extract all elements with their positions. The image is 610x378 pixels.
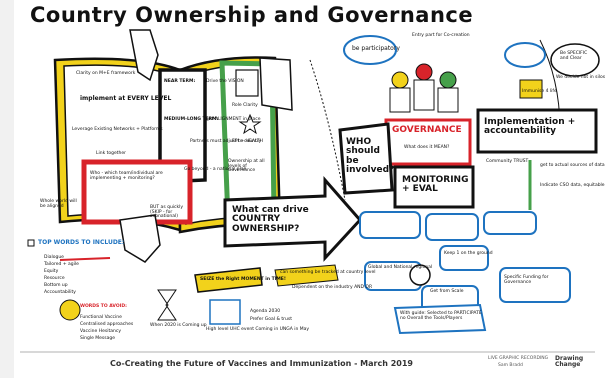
- speech-bubble-text: Entry part for Co-creation: [412, 33, 470, 38]
- bottom-note: Dependent on the industry AND OR: [292, 285, 373, 290]
- monitoring-box-text: MONITORING + EVAL: [402, 175, 469, 195]
- top-word: Resource: [44, 276, 65, 281]
- bottom-note: High level UHC event Coming in UNGA in M…: [206, 327, 310, 332]
- governance-cluster: [338, 35, 600, 209]
- top-words-heading: TOP WORDS TO INCLUDE:: [38, 239, 125, 246]
- seize-banner: [194, 267, 263, 293]
- implementation-box-text: Implementation + accountability: [484, 117, 576, 137]
- bottom-note: Specific Funding for Governance: [504, 275, 549, 285]
- who-box-text: WHO should be involved?: [346, 137, 395, 176]
- credit-line: LIVE GRAPHIC RECORDING: [488, 356, 549, 361]
- bottom-note: With guide: Selected to PARTICIPATE no O…: [400, 311, 482, 321]
- side-note: Whole world will be aligned: [40, 199, 77, 209]
- avoid-heading: WORDS TO AVOID:: [80, 304, 127, 309]
- footer-caption: Co-Creating the Future of Vaccines and I…: [110, 359, 413, 368]
- avoid-word: Functional Vaccine: [80, 315, 122, 320]
- book-text: EPI + HEALTH: [232, 139, 263, 144]
- note-text: Immunise 4 life: [522, 89, 557, 94]
- near-term-label: NEAR TERM:: [164, 79, 196, 84]
- speech-bubble-text: be participatory: [352, 45, 400, 52]
- book-text: Drive the VISION: [206, 79, 244, 84]
- top-word: Accountability: [44, 290, 76, 295]
- bottom-note: Agenda 2030: [250, 309, 281, 314]
- book-text: Ownership at all levels of Governance: [228, 159, 265, 174]
- seize-text: SEIZE the Right MOMENT in TIME!: [200, 277, 286, 282]
- yellow-banner: [274, 264, 339, 287]
- book-text: Role Clarity: [232, 103, 258, 108]
- bottom-note: Keep 1 on the ground: [444, 251, 493, 256]
- arrow-question: What can drive COUNTRY OWNERSHIP?: [232, 205, 309, 234]
- drawing-change-logo: Drawing Change: [555, 355, 584, 369]
- bottom-note: Prefer Goal & trust: [250, 317, 292, 322]
- speech-bubble-text: Be SPECIFIC and Clear: [560, 51, 588, 61]
- open-book-illustration: [53, 29, 293, 263]
- avoid-word: Vaccine Hesitancy: [80, 329, 121, 334]
- book-text: Partners must adjust to country: [190, 139, 262, 144]
- note-text: Community TRUST: [486, 159, 529, 164]
- book-text: implement at EVERY LEVEL: [80, 95, 172, 102]
- book-text: Go beyond - a national plan: [184, 167, 247, 172]
- book-text: Leverage Existing Networks + Platforms: [72, 127, 163, 132]
- blue-bubbles: [359, 211, 571, 335]
- note-text: Indicate CSO data, equitable: [540, 183, 605, 188]
- top-word: Bottom up: [44, 283, 68, 288]
- top-word: Equity: [44, 269, 59, 274]
- avoid-word: Centralised approaches: [80, 322, 134, 327]
- top-word: Tailored + agile: [44, 262, 79, 267]
- bottom-note: can something be tracked at country leve…: [280, 270, 376, 275]
- big-arrow: [223, 176, 363, 262]
- book-text: Clarity on M+E framework: [76, 71, 136, 76]
- red-box-text: Who - which team/individual are implemen…: [90, 171, 163, 181]
- book-text: get ALIGNMENT in place: [206, 117, 261, 122]
- bottom-note: Get from Scale: [430, 289, 464, 294]
- note-text: We decide not in silos: [556, 75, 606, 80]
- governance-sub-text: What does it MEAN?: [404, 145, 450, 150]
- red-box-text: BUT as quickly (SKIP - for subnational): [150, 205, 184, 220]
- page-title: Country Ownership and Governance: [30, 3, 474, 27]
- top-words-panel: [27, 239, 111, 321]
- bottom-note: When 2020 is Coming up: [150, 323, 207, 328]
- book-text: Link together: [96, 151, 127, 156]
- note-text: get to actual sources of data: [540, 163, 605, 168]
- bottom-note: Global and National regional: [368, 265, 433, 270]
- governance-box-text: GOVERNANCE: [392, 125, 462, 135]
- medium-term-label: MEDIUM-LONG TERM:: [164, 117, 219, 122]
- top-word: Dialogue: [44, 255, 64, 260]
- avoid-word: Single Message: [80, 336, 115, 341]
- credit-name: Sam Bradd: [498, 363, 523, 368]
